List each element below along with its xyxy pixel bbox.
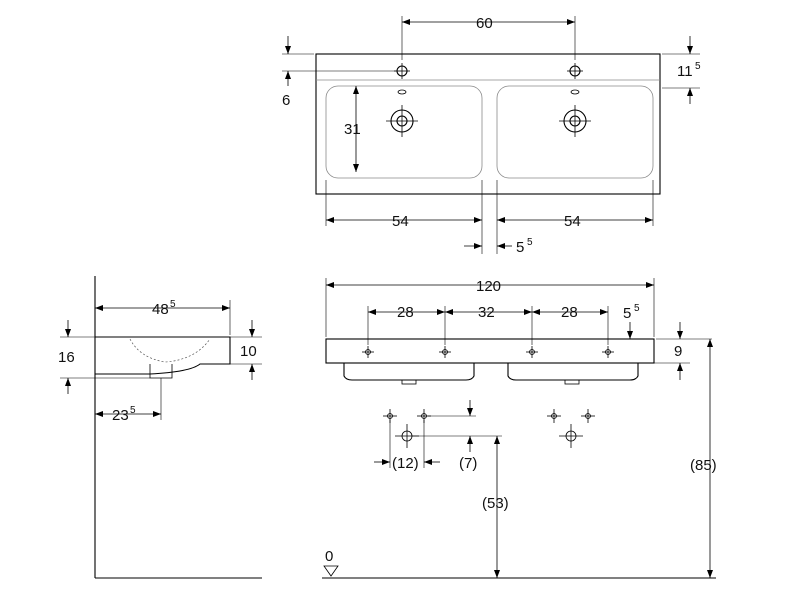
outlet-cluster-right-icon bbox=[547, 409, 595, 448]
tap-hole-left-icon bbox=[394, 63, 410, 79]
plan-basin-outline bbox=[315, 53, 661, 195]
plan-left-bowl bbox=[325, 85, 483, 179]
overflow-right-icon bbox=[570, 89, 580, 95]
floor-level-label: 0 bbox=[325, 548, 333, 565]
elevation-right-bowl bbox=[507, 363, 639, 381]
dim-23-label: 23 bbox=[112, 407, 129, 424]
dim-16-label: 16 bbox=[58, 349, 75, 366]
dim-28-a-label: 28 bbox=[397, 304, 414, 321]
dim-48-label: 48 bbox=[152, 301, 169, 318]
dim-120-label: 120 bbox=[476, 278, 501, 295]
dim-6-label: 6 bbox=[282, 92, 290, 109]
dim-11-label: 11 bbox=[677, 63, 693, 80]
dim-60-label: 60 bbox=[476, 15, 493, 32]
plan-right-bowl bbox=[496, 85, 654, 179]
fixing-mark-2-icon bbox=[439, 346, 451, 358]
fixing-mark-3-icon bbox=[526, 346, 538, 358]
dim-5-elev-sup: 5 bbox=[634, 303, 640, 314]
drain-right-icon bbox=[559, 105, 591, 137]
dim-54-right-label: 54 bbox=[564, 213, 581, 230]
dim-5-label: 5 bbox=[516, 239, 524, 256]
elevation-left-bowl bbox=[343, 363, 475, 381]
dim-28-b-label: 28 bbox=[561, 304, 578, 321]
tap-hole-right-icon bbox=[567, 63, 583, 79]
dim-23-sup: 5 bbox=[130, 405, 136, 416]
side-view: 48 5 16 10 23 5 bbox=[58, 276, 262, 579]
fixing-mark-1-icon bbox=[362, 346, 374, 358]
plan-view: 60 11 5 6 31 54 bbox=[282, 15, 701, 256]
dim-5-sup: 5 bbox=[527, 237, 533, 248]
elevation-view: 120 28 32 28 5 5 9 (85) bbox=[322, 278, 717, 579]
floor-level-triangle-icon bbox=[323, 565, 339, 577]
dim-5-elev-label: 5 bbox=[623, 305, 631, 322]
fixing-mark-4-icon bbox=[602, 346, 614, 358]
dim-10-label: 10 bbox=[240, 343, 257, 360]
overflow-left-icon bbox=[397, 89, 407, 95]
dim-7-label: (7) bbox=[459, 455, 477, 472]
dim-32-label: 32 bbox=[478, 304, 495, 321]
dim-53-label: (53) bbox=[482, 495, 509, 512]
dim-11-sup: 5 bbox=[695, 61, 701, 72]
side-basin-profile bbox=[95, 336, 231, 375]
drain-left-icon bbox=[386, 105, 418, 137]
dim-12-label: (12) bbox=[392, 455, 419, 472]
dim-9-label: 9 bbox=[674, 343, 682, 360]
dim-54-left-label: 54 bbox=[392, 213, 409, 230]
dim-31-label: 31 bbox=[344, 121, 361, 138]
dim-48-sup: 5 bbox=[170, 299, 176, 310]
elevation-basin bbox=[325, 338, 655, 364]
dim-85-label: (85) bbox=[690, 457, 717, 474]
